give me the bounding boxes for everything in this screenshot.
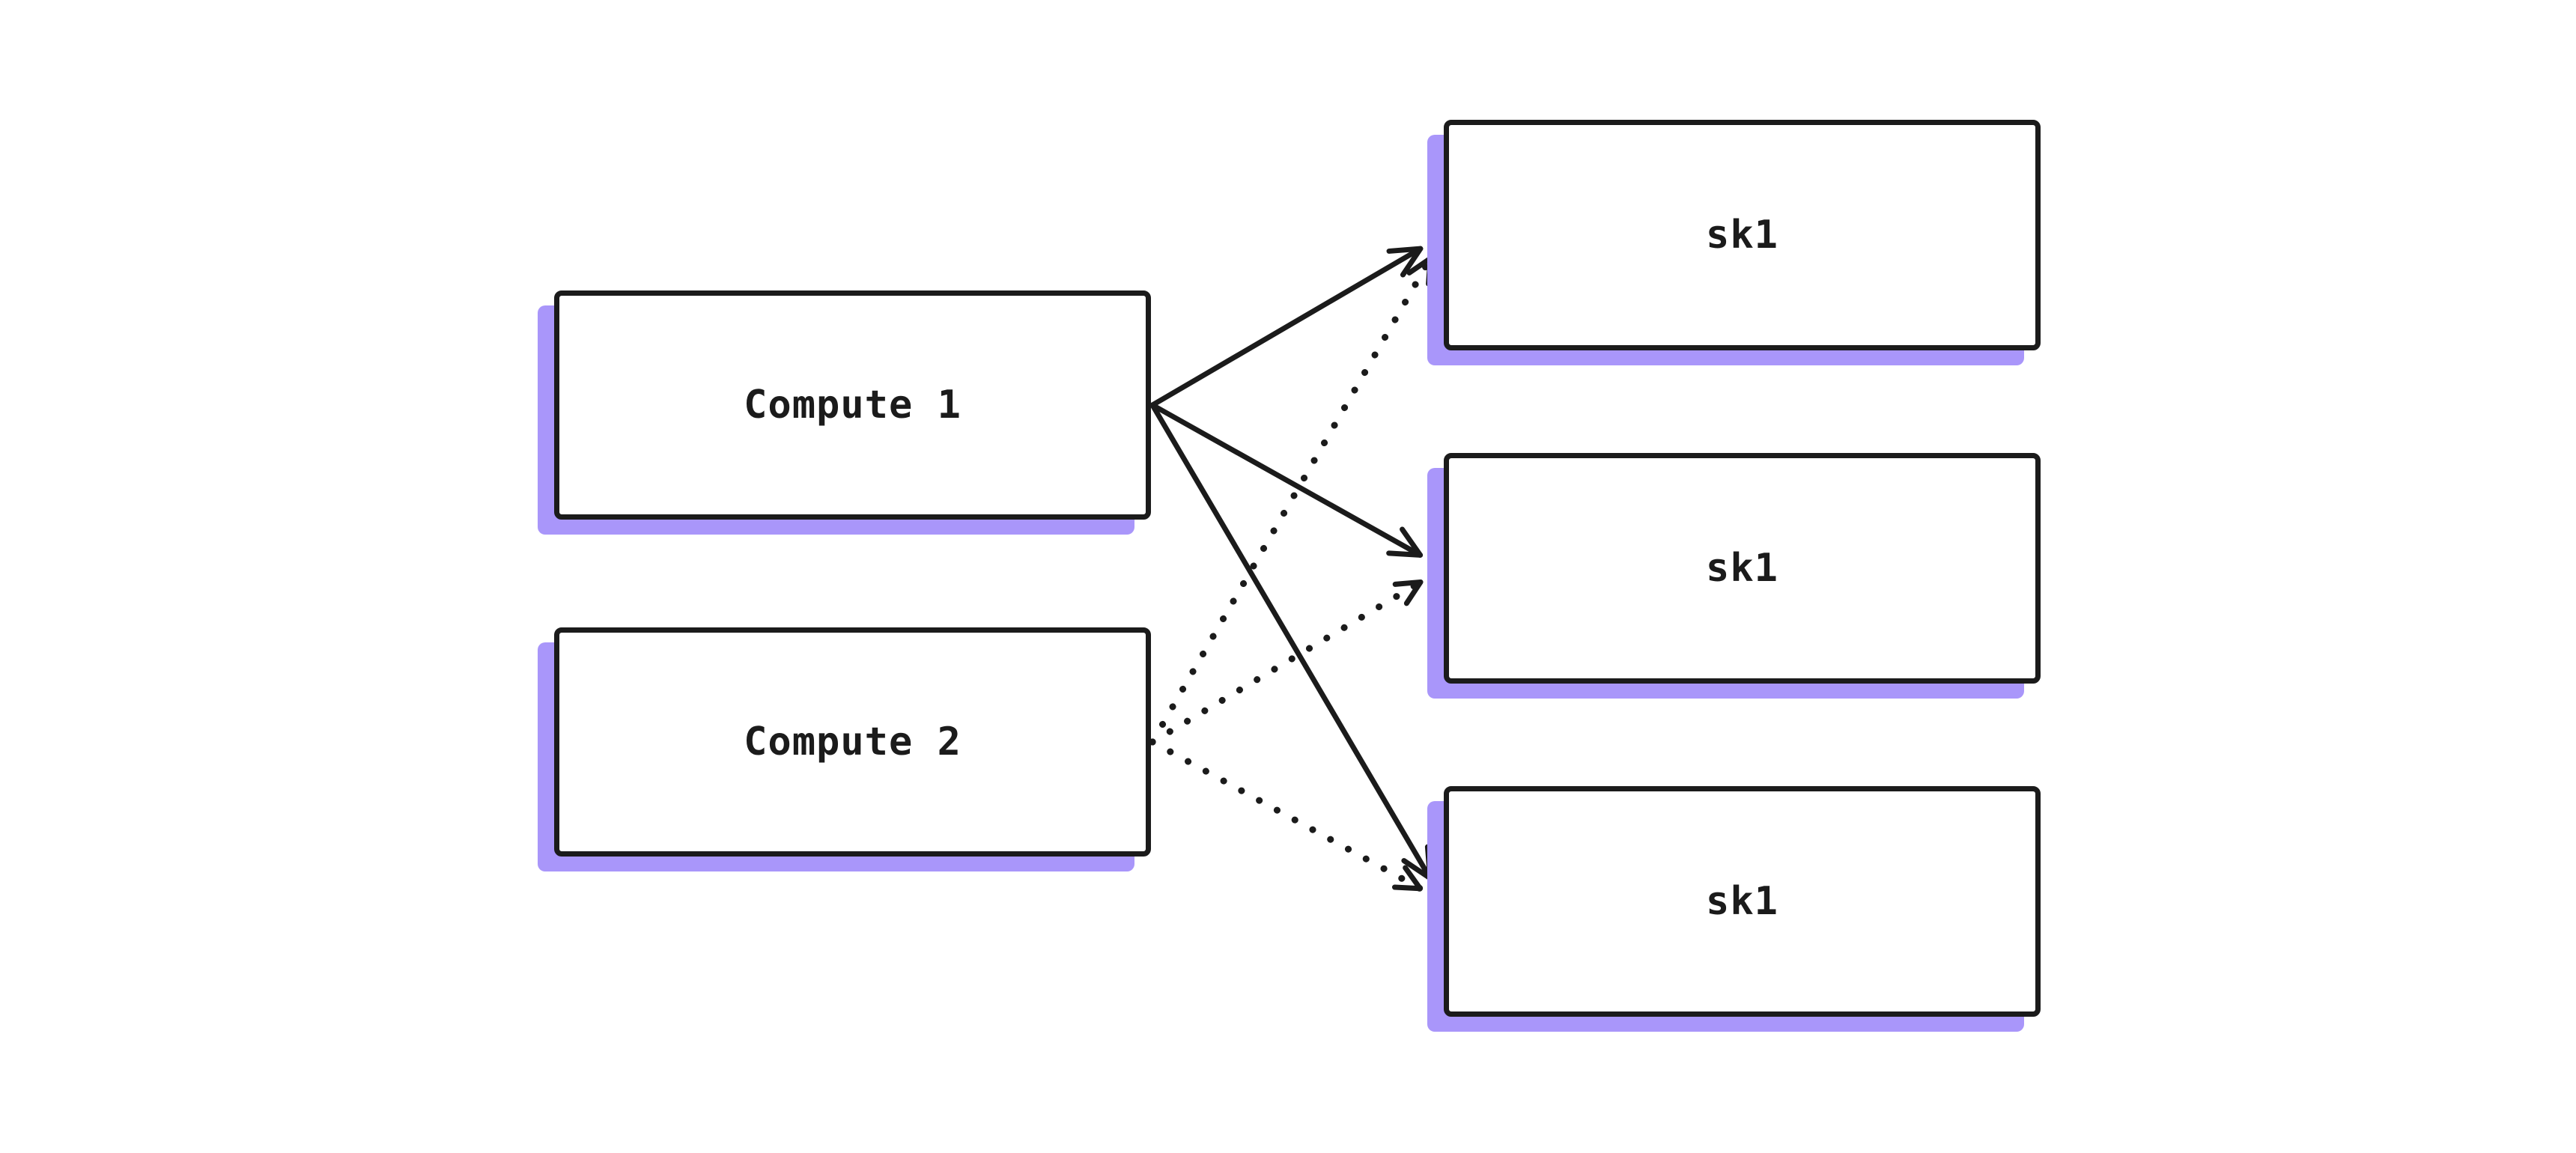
edge-arrowhead-compute1-sk1a (1386, 246, 1424, 278)
node-sk1-middle-label: sk1 (1706, 546, 1778, 591)
edge-line-compute2-sk1b-dotted (1149, 578, 1424, 746)
node-compute-1-label: Compute 1 (744, 383, 962, 428)
edge-arrowhead-compute2-sk1c (1391, 865, 1423, 892)
node-sk1-top-label: sk1 (1706, 213, 1778, 258)
edge-line-compute1-sk1c-solid (1149, 402, 1433, 881)
edge-arrowhead-compute2-sk1a (1406, 255, 1433, 287)
edge-line-compute2-sk1a-dotted (1149, 255, 1434, 746)
node-sk1-middle: sk1 (1444, 453, 2041, 684)
node-sk1-top: sk1 (1444, 120, 2041, 350)
edge-line-compute1-sk1b-solid (1149, 402, 1424, 558)
node-compute-2: Compute 2 (554, 627, 1151, 857)
edge-arrowhead-compute1-sk1c (1401, 844, 1433, 881)
edge-arrowhead-compute1-sk1b (1386, 526, 1424, 558)
edge-line-compute1-sk1a-solid (1149, 246, 1424, 408)
edge-line-compute2-sk1c-dotted (1149, 738, 1424, 892)
node-sk1-bottom: sk1 (1444, 786, 2041, 1017)
node-compute-2-label: Compute 2 (744, 720, 962, 764)
node-sk1-bottom-label: sk1 (1706, 879, 1778, 924)
edge-arrowhead-compute2-sk1b (1392, 579, 1424, 606)
node-compute-1: Compute 1 (554, 290, 1151, 520)
